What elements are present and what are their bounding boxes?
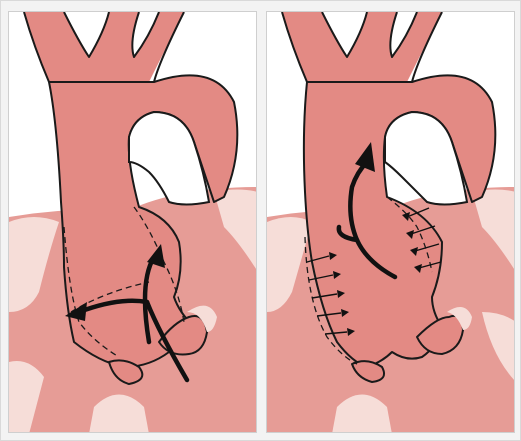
aorta-pressure-arrows-illustration — [267, 12, 515, 433]
right-panel — [266, 11, 515, 433]
great-vessels — [24, 12, 184, 82]
great-vessels — [282, 12, 442, 82]
left-panel — [8, 11, 257, 433]
aorta-normal-flow-illustration — [9, 12, 257, 433]
